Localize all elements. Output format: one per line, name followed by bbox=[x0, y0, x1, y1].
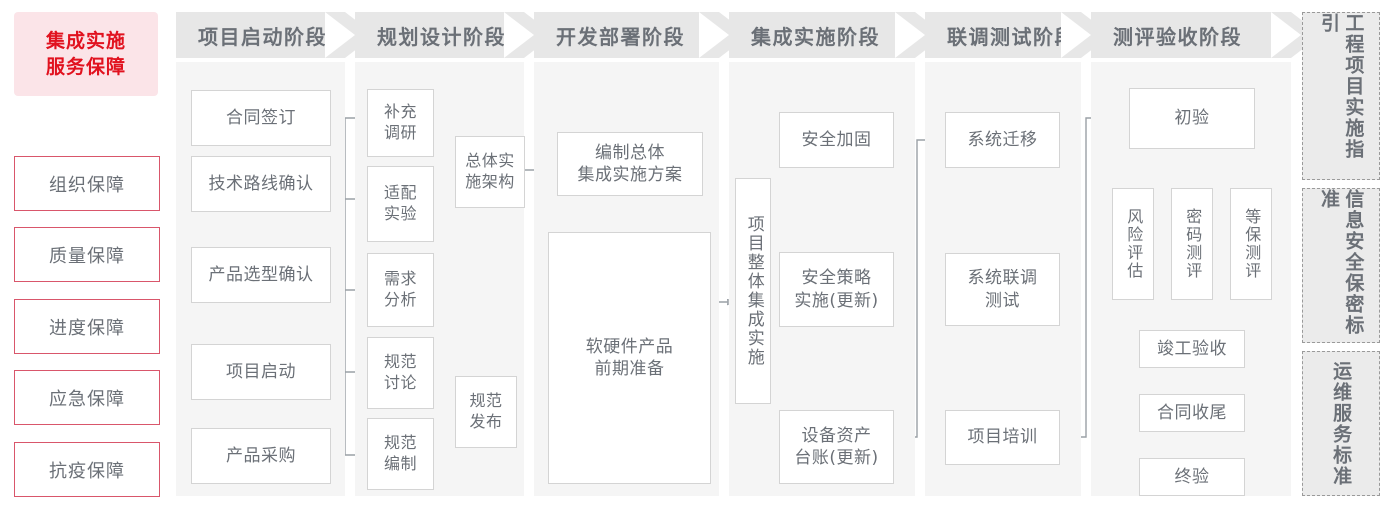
node-overall-implementation-architecture[interactable]: 总体实施架构 bbox=[455, 136, 525, 208]
node-crypto-evaluation[interactable]: 密码测评 bbox=[1171, 188, 1213, 300]
standard-label: 运维服务标准 bbox=[1330, 360, 1353, 487]
node-equipment-asset-ledger[interactable]: 设备资产台账(更新) bbox=[779, 410, 894, 484]
standard-label: 工程项目实施指引 bbox=[1318, 13, 1365, 160]
node-standard-discussion[interactable]: 规范讨论 bbox=[367, 337, 434, 409]
node-label: 产品采购 bbox=[226, 445, 296, 466]
node-final-acceptance[interactable]: 终验 bbox=[1139, 458, 1245, 496]
node-label: 项目培训 bbox=[967, 427, 1038, 448]
node-label: 补充调研 bbox=[383, 102, 417, 142]
node-label: 适配实验 bbox=[383, 183, 417, 223]
diagram-title-line-1: 集成实施 bbox=[45, 29, 126, 52]
node-preliminary-acceptance[interactable]: 初验 bbox=[1129, 88, 1255, 149]
phase-header-label: 测评验收阶段 bbox=[1113, 24, 1242, 49]
rail-item-label: 质量保障 bbox=[49, 245, 125, 267]
node-requirement-analysis[interactable]: 需求分析 bbox=[367, 253, 434, 327]
node-label: 产品选型确认 bbox=[208, 264, 314, 285]
phase-header-planning[interactable]: 规划设计阶段 bbox=[355, 12, 524, 58]
node-system-migration[interactable]: 系统迁移 bbox=[945, 112, 1060, 168]
standard-ops-service[interactable]: 运维服务标准 bbox=[1302, 351, 1380, 496]
diagram-title-line-2: 服务保障 bbox=[45, 56, 126, 78]
node-standard-drafting[interactable]: 规范编制 bbox=[367, 418, 434, 490]
node-label: 规范编制 bbox=[383, 433, 417, 473]
phase-header-acceptance[interactable]: 测评验收阶段 bbox=[1091, 12, 1291, 58]
node-mlps-evaluation[interactable]: 等保测评 bbox=[1230, 188, 1272, 300]
node-product-procurement[interactable]: 产品采购 bbox=[191, 428, 331, 484]
node-label: 竣工验收 bbox=[1157, 338, 1227, 359]
phase-header-initiation[interactable]: 项目启动阶段 bbox=[176, 12, 345, 58]
node-contract-closure[interactable]: 合同收尾 bbox=[1139, 394, 1245, 432]
rail-item-epidemic[interactable]: 抗疫保障 bbox=[14, 442, 160, 497]
node-label: 合同签订 bbox=[226, 107, 296, 128]
node-label: 终验 bbox=[1174, 466, 1210, 487]
node-label: 编制总体集成实施方案 bbox=[577, 142, 683, 185]
phase-header-label: 开发部署阶段 bbox=[556, 24, 685, 49]
phase-header-label: 联调测试阶段 bbox=[947, 24, 1076, 49]
phase-header-label: 规划设计阶段 bbox=[377, 24, 506, 49]
node-label: 合同收尾 bbox=[1157, 402, 1227, 423]
node-standard-release[interactable]: 规范发布 bbox=[455, 376, 517, 448]
node-label: 密码测评 bbox=[1183, 208, 1203, 280]
node-label: 规范讨论 bbox=[383, 352, 417, 392]
rail-item-label: 进度保障 bbox=[49, 317, 125, 339]
standard-infosec-confidentiality[interactable]: 信息安全保密标准 bbox=[1302, 188, 1380, 343]
rail-item-schedule[interactable]: 进度保障 bbox=[14, 299, 160, 354]
node-label: 安全加固 bbox=[801, 129, 872, 150]
node-overall-integration-plan[interactable]: 编制总体集成实施方案 bbox=[557, 132, 703, 196]
rail-item-emergency[interactable]: 应急保障 bbox=[14, 370, 160, 425]
phase-header-label: 集成实施阶段 bbox=[751, 24, 880, 49]
node-security-hardening[interactable]: 安全加固 bbox=[779, 112, 894, 168]
node-label: 系统迁移 bbox=[967, 129, 1038, 150]
node-system-joint-test[interactable]: 系统联调测试 bbox=[945, 253, 1060, 326]
node-label: 规范发布 bbox=[469, 391, 503, 431]
standard-label: 信息安全保密标准 bbox=[1318, 189, 1365, 336]
node-label: 风险评估 bbox=[1124, 208, 1144, 280]
phase-header-joint-test[interactable]: 联调测试阶段 bbox=[925, 12, 1081, 58]
diagram-title: 集成实施 服务保障 bbox=[14, 12, 158, 96]
node-tech-route-confirm[interactable]: 技术路线确认 bbox=[191, 156, 331, 212]
node-label: 技术路线确认 bbox=[208, 173, 314, 194]
node-adaptation-experiment[interactable]: 适配实验 bbox=[367, 166, 434, 242]
node-label: 项目启动 bbox=[226, 361, 296, 382]
node-hardware-software-preparation[interactable]: 软硬件产品前期准备 bbox=[548, 232, 711, 484]
node-product-selection-confirm[interactable]: 产品选型确认 bbox=[191, 247, 331, 303]
rail-item-quality[interactable]: 质量保障 bbox=[14, 227, 160, 282]
node-supplementary-research[interactable]: 补充调研 bbox=[367, 89, 434, 157]
phase-header-development[interactable]: 开发部署阶段 bbox=[534, 12, 719, 58]
node-project-kickoff[interactable]: 项目启动 bbox=[191, 344, 331, 400]
node-risk-assessment[interactable]: 风险评估 bbox=[1112, 188, 1154, 300]
phase-header-integration[interactable]: 集成实施阶段 bbox=[729, 12, 915, 58]
rail-item-label: 组织保障 bbox=[49, 174, 125, 196]
rail-item-organization[interactable]: 组织保障 bbox=[14, 156, 160, 211]
node-label: 总体实施架构 bbox=[465, 151, 515, 191]
node-label: 软硬件产品前期准备 bbox=[585, 336, 674, 379]
rail-item-label: 应急保障 bbox=[49, 388, 125, 410]
node-contract-signing[interactable]: 合同签订 bbox=[191, 90, 331, 146]
node-security-policy-implementation[interactable]: 安全策略实施(更新) bbox=[779, 252, 894, 327]
node-label: 初验 bbox=[1174, 108, 1210, 129]
node-label: 项目整体集成实施 bbox=[743, 215, 764, 367]
node-label: 系统联调测试 bbox=[967, 268, 1038, 311]
node-overall-project-integration[interactable]: 项目整体集成实施 bbox=[735, 178, 771, 404]
node-label: 需求分析 bbox=[383, 269, 417, 309]
phase-header-label: 项目启动阶段 bbox=[198, 24, 327, 49]
node-completion-acceptance[interactable]: 竣工验收 bbox=[1139, 330, 1245, 368]
node-project-training[interactable]: 项目培训 bbox=[945, 410, 1060, 465]
node-label: 设备资产台账(更新) bbox=[794, 425, 879, 468]
rail-item-label: 抗疫保障 bbox=[49, 460, 125, 482]
standard-engineering-guideline[interactable]: 工程项目实施指引 bbox=[1302, 12, 1380, 180]
node-label: 等保测评 bbox=[1242, 208, 1262, 280]
node-label: 安全策略实施(更新) bbox=[794, 268, 879, 311]
